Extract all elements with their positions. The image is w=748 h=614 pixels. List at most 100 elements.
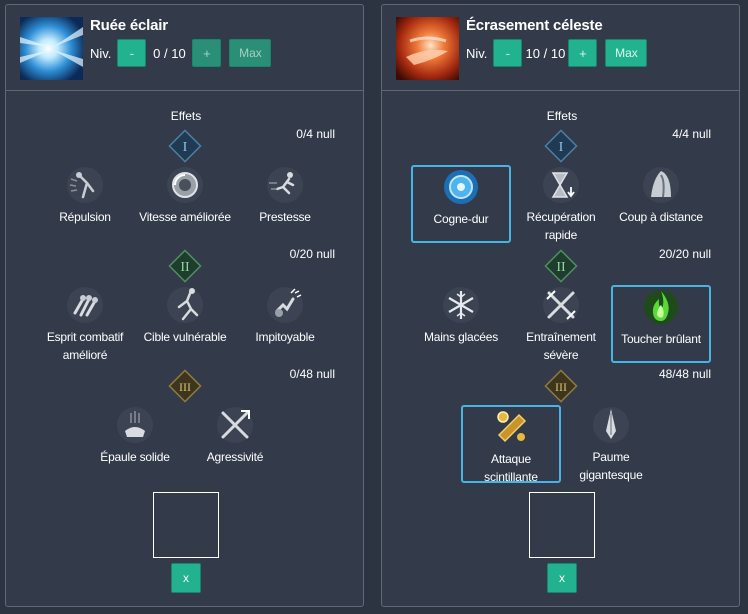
- talent-label-line2: sévère: [543, 348, 579, 362]
- talent-node-selected[interactable]: Attaque scintillante: [461, 405, 561, 486]
- talent-label: Récupération rapide: [511, 208, 611, 244]
- skill-title: Ruée éclair: [90, 17, 168, 34]
- tier-1-count: 0/4 null: [296, 127, 335, 141]
- talent-node-selected[interactable]: Toucher brûlant: [611, 285, 711, 363]
- snowflake-icon: [443, 287, 479, 323]
- talent-node[interactable]: Épaule solide: [85, 405, 185, 483]
- clear-button[interactable]: x: [547, 563, 577, 593]
- level-decrease-button[interactable]: -: [493, 39, 523, 67]
- svg-text:I: I: [559, 140, 564, 155]
- talent-label: Paume gigantesque: [561, 448, 661, 484]
- repulse-icon: [67, 167, 103, 203]
- talent-label: Épaule solide: [100, 450, 170, 464]
- talent-node[interactable]: Vitesse améliorée: [135, 165, 235, 243]
- talent-label: Toucher brûlant: [621, 332, 701, 346]
- level-max-button[interactable]: Max: [229, 39, 272, 67]
- talent-node[interactable]: Mains glacées: [411, 285, 511, 363]
- crossed-blades-icon: [217, 407, 253, 443]
- lightning-rush-icon: [20, 17, 83, 80]
- svg-text:II: II: [556, 260, 566, 275]
- level-decrease-button[interactable]: -: [117, 39, 147, 67]
- svg-text:I: I: [183, 140, 188, 155]
- dash-runner-icon: [267, 167, 303, 203]
- talent-label: Entraînement sévère: [511, 328, 611, 364]
- cloaked-figure-icon: [643, 167, 679, 203]
- talent-label: Cogne-dur: [433, 212, 489, 226]
- talent-label: Coup à distance: [619, 210, 703, 224]
- talent-node[interactable]: Esprit combatif amélioré: [35, 285, 135, 363]
- impact-icon: [267, 287, 303, 323]
- hourglass-icon: [543, 167, 579, 203]
- talent-node[interactable]: Coup à distance: [611, 165, 711, 243]
- skill-header: Écrasement céleste Niv. - 10 / 10 + Max: [382, 5, 739, 91]
- tier-3-count: 0/48 null: [289, 367, 335, 381]
- skill-slot[interactable]: [153, 492, 219, 558]
- talent-label-line2: gigantesque: [579, 468, 643, 482]
- talent-label: Agressivité: [206, 450, 264, 464]
- skill-panel-left: Ruée éclair Niv. - 0 / 10 + Max Effets 0…: [5, 4, 364, 607]
- celestial-crush-icon: [396, 17, 459, 80]
- svg-text:II: II: [180, 260, 190, 275]
- talent-node[interactable]: Impitoyable: [235, 285, 335, 363]
- skill-slot[interactable]: [529, 492, 595, 558]
- talent-label: Cible vulnérable: [143, 330, 227, 344]
- talent-node[interactable]: Entraînement sévère: [511, 285, 611, 363]
- effects-label: Effets: [546, 109, 578, 123]
- vulnerable-target-icon: [167, 287, 203, 323]
- talent-label: Attaque scintillante: [463, 450, 559, 486]
- talent-label-line1: Attaque: [491, 452, 531, 466]
- tier-2-badge-icon: II: [544, 249, 578, 283]
- clear-button[interactable]: x: [171, 563, 201, 593]
- skill-title: Écrasement céleste: [466, 17, 603, 34]
- talent-node[interactable]: Prestesse: [235, 165, 335, 243]
- talent-label-line2: rapide: [544, 228, 578, 242]
- level-label: Niv.: [90, 45, 112, 61]
- skill-panel-right: Écrasement céleste Niv. - 10 / 10 + Max …: [381, 4, 740, 607]
- svg-text:III: III: [179, 380, 191, 394]
- talent-node[interactable]: Cible vulnérable: [135, 285, 235, 363]
- blue-orb-icon: [444, 170, 478, 204]
- speed-orb-icon: [167, 167, 203, 203]
- skill-header: Ruée éclair Niv. - 0 / 10 + Max: [6, 5, 363, 91]
- tier-2-badge-icon: II: [168, 249, 202, 283]
- talent-label-line2: amélioré: [62, 348, 108, 362]
- talent-label-line1: Récupération: [526, 210, 596, 224]
- svg-text:III: III: [555, 380, 567, 394]
- tier-1-badge-icon: I: [168, 129, 202, 163]
- tier-3-count: 48/48 null: [658, 367, 711, 381]
- talent-node[interactable]: Récupération rapide: [511, 165, 611, 243]
- talent-node[interactable]: Paume gigantesque: [561, 405, 661, 483]
- tier-3-badge-icon: III: [544, 369, 578, 403]
- talent-label-line1: Esprit combatif: [46, 330, 124, 344]
- tier-3-badge-icon: III: [168, 369, 202, 403]
- level-increase-button[interactable]: +: [192, 39, 222, 67]
- talent-label: Prestesse: [259, 210, 311, 224]
- talent-label: Impitoyable: [255, 330, 315, 344]
- level-value: 0 / 10: [153, 45, 186, 61]
- tier-1-count: 4/4 null: [672, 127, 711, 141]
- level-controls: Niv. - 10 / 10 + Max: [466, 38, 648, 68]
- shoulder-icon: [117, 407, 153, 443]
- level-value: 10 / 10: [525, 45, 566, 61]
- talent-label: Répulsion: [59, 210, 111, 224]
- green-flame-icon: [644, 290, 678, 324]
- tier-2-count: 20/20 null: [658, 247, 711, 261]
- talent-label: Esprit combatif amélioré: [35, 328, 135, 364]
- talent-label-line1: Paume: [592, 450, 630, 464]
- level-label: Niv.: [466, 45, 488, 61]
- golden-scroll-icon: [497, 411, 527, 443]
- effects-label: Effets: [170, 109, 202, 123]
- tier-2-count: 0/20 null: [289, 247, 335, 261]
- level-max-button[interactable]: Max: [605, 39, 648, 67]
- talent-node[interactable]: Agressivité: [185, 405, 285, 483]
- talent-label: Mains glacées: [423, 330, 499, 344]
- tier-1-badge-icon: I: [544, 129, 578, 163]
- talent-label-line2: scintillante: [484, 470, 538, 484]
- crossed-swords-icon: [543, 287, 579, 323]
- talent-node[interactable]: Répulsion: [35, 165, 135, 243]
- fists-icon: [67, 287, 103, 323]
- talent-label: Vitesse améliorée: [139, 210, 231, 224]
- talent-label-line1: Entraînement: [526, 330, 596, 344]
- level-increase-button[interactable]: +: [568, 39, 598, 67]
- talent-node-selected[interactable]: Cogne-dur: [411, 165, 511, 243]
